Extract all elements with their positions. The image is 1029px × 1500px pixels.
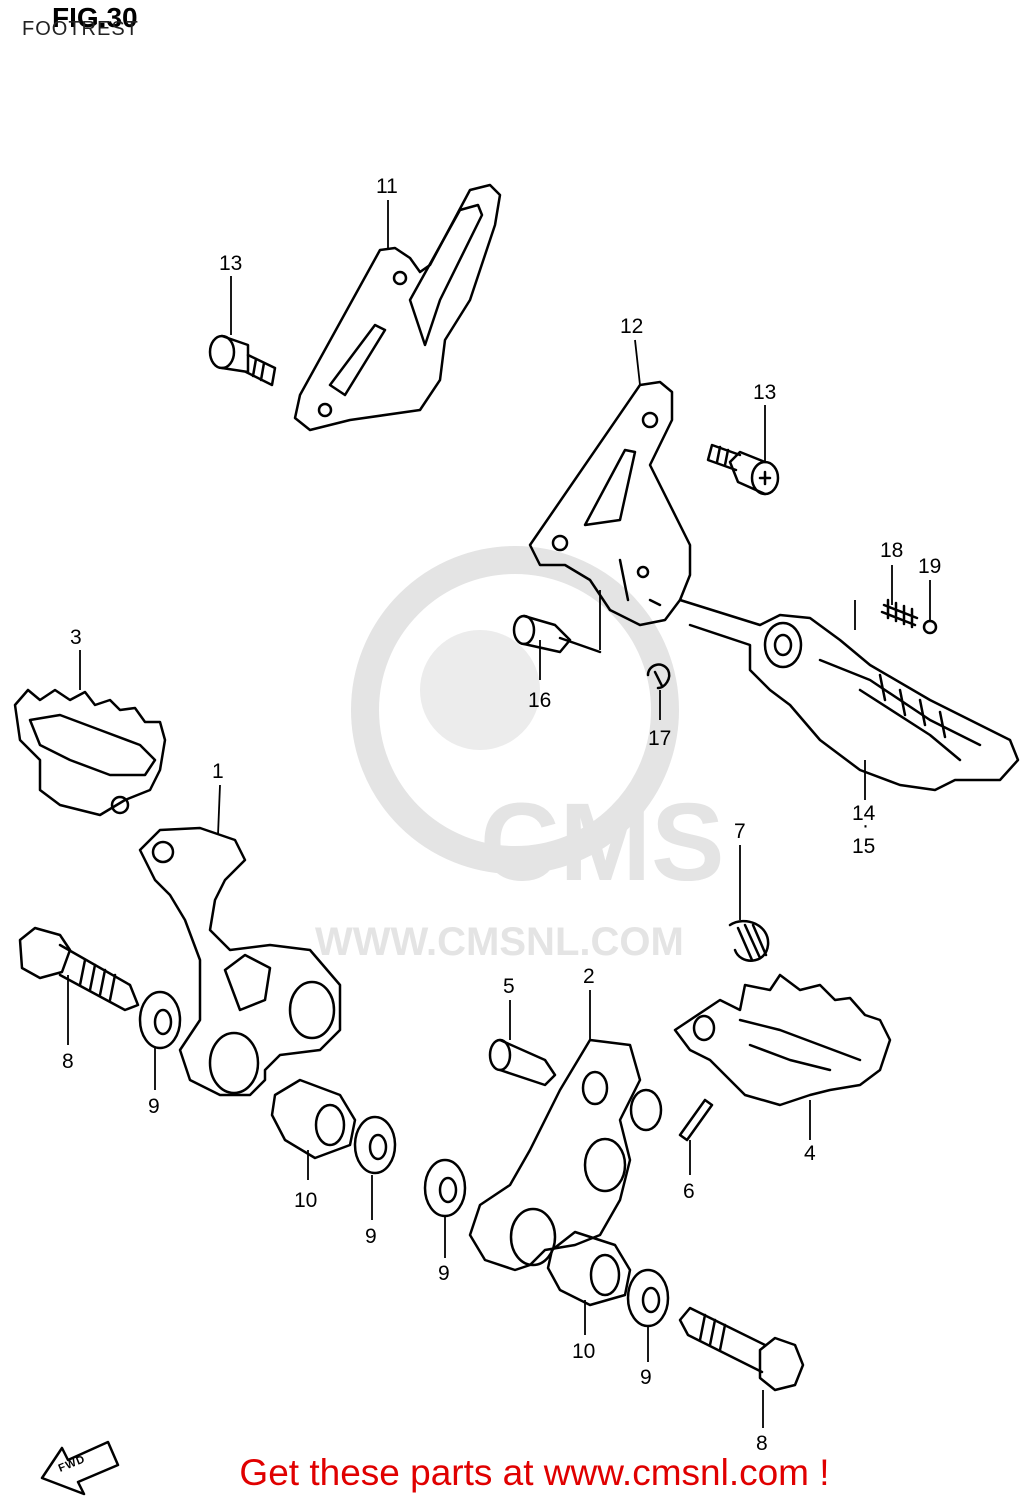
watermark-brand: CMS (480, 781, 724, 904)
callout-15: 15 (852, 835, 875, 858)
callout-14: 14 (852, 802, 876, 825)
cmsnl-parts-link[interactable]: Get these parts at www.cmsnl.com ! (239, 1452, 830, 1493)
callout-9-a: 9 (148, 1095, 160, 1118)
callout-6: 6 (683, 1180, 695, 1203)
part-10-collar-a (270, 1078, 357, 1160)
part-14-footpeg (678, 598, 1020, 792)
part-6-cotter-pin (678, 1098, 714, 1142)
callout-8-a: 8 (62, 1050, 74, 1073)
part-18-spring (880, 598, 919, 629)
part-5-pin (488, 1038, 557, 1087)
callout-8-b: 8 (756, 1432, 768, 1455)
callout-14-15-dot: · (862, 814, 869, 837)
callout-9-d: 9 (640, 1366, 652, 1389)
callout-19: 19 (918, 555, 941, 578)
callout-10-b: 10 (572, 1340, 595, 1363)
part-12-bracket (528, 380, 692, 627)
watermark-url: WWW.CMSNL.COM (315, 920, 684, 964)
callout-13-b: 13 (753, 381, 776, 404)
part-19-ball (922, 619, 938, 635)
watermark: CMS WWW.CMSNL.COM (315, 546, 724, 964)
callout-2: 2 (583, 965, 595, 988)
callout-7: 7 (734, 820, 746, 843)
figure-title: FIG.30 (52, 2, 138, 33)
callout-5: 5 (503, 975, 515, 998)
part-2-bracket (468, 1038, 663, 1272)
part-11-heel-guard (293, 183, 502, 432)
callout-17: 17 (648, 727, 671, 750)
callout-9-c: 9 (438, 1262, 450, 1285)
part-17-clip (646, 663, 671, 690)
callout-3: 3 (70, 626, 82, 649)
part-13-bolt-a (208, 334, 277, 387)
callout-12: 12 (620, 315, 643, 338)
callout-4: 4 (804, 1142, 816, 1165)
leader-lines (67, 200, 931, 1428)
part-3-footpeg (13, 688, 167, 817)
part-9-washer-b (353, 1115, 397, 1175)
fwd-arrow-icon (40, 1440, 120, 1496)
callouts: 11 13 12 13 18 19 3 16 17 1 14 · 15 7 2 … (62, 175, 941, 1455)
part-4-footpeg (673, 973, 892, 1107)
part-10-collar-b (546, 1230, 632, 1307)
part-7-spring (728, 919, 770, 962)
part-9-washer-d (626, 1268, 670, 1328)
part-16-pin (512, 614, 602, 654)
part-8-bolt-a (18, 926, 140, 1012)
callout-9-b: 9 (365, 1225, 377, 1248)
callout-16: 16 (528, 689, 551, 712)
part-1-bracket (138, 826, 342, 1097)
callout-18: 18 (880, 539, 903, 562)
part-9-washer-a (138, 990, 182, 1050)
callout-11: 11 (376, 175, 398, 198)
callout-1: 1 (212, 760, 224, 783)
part-8-bolt-b (678, 1306, 805, 1392)
part-13-bolt-b (706, 443, 780, 496)
figure-subtitle: FOOTREST (22, 18, 139, 40)
part-9-washer-c (423, 1158, 467, 1218)
callout-10-a: 10 (294, 1189, 317, 1212)
callout-13-a: 13 (219, 252, 242, 275)
